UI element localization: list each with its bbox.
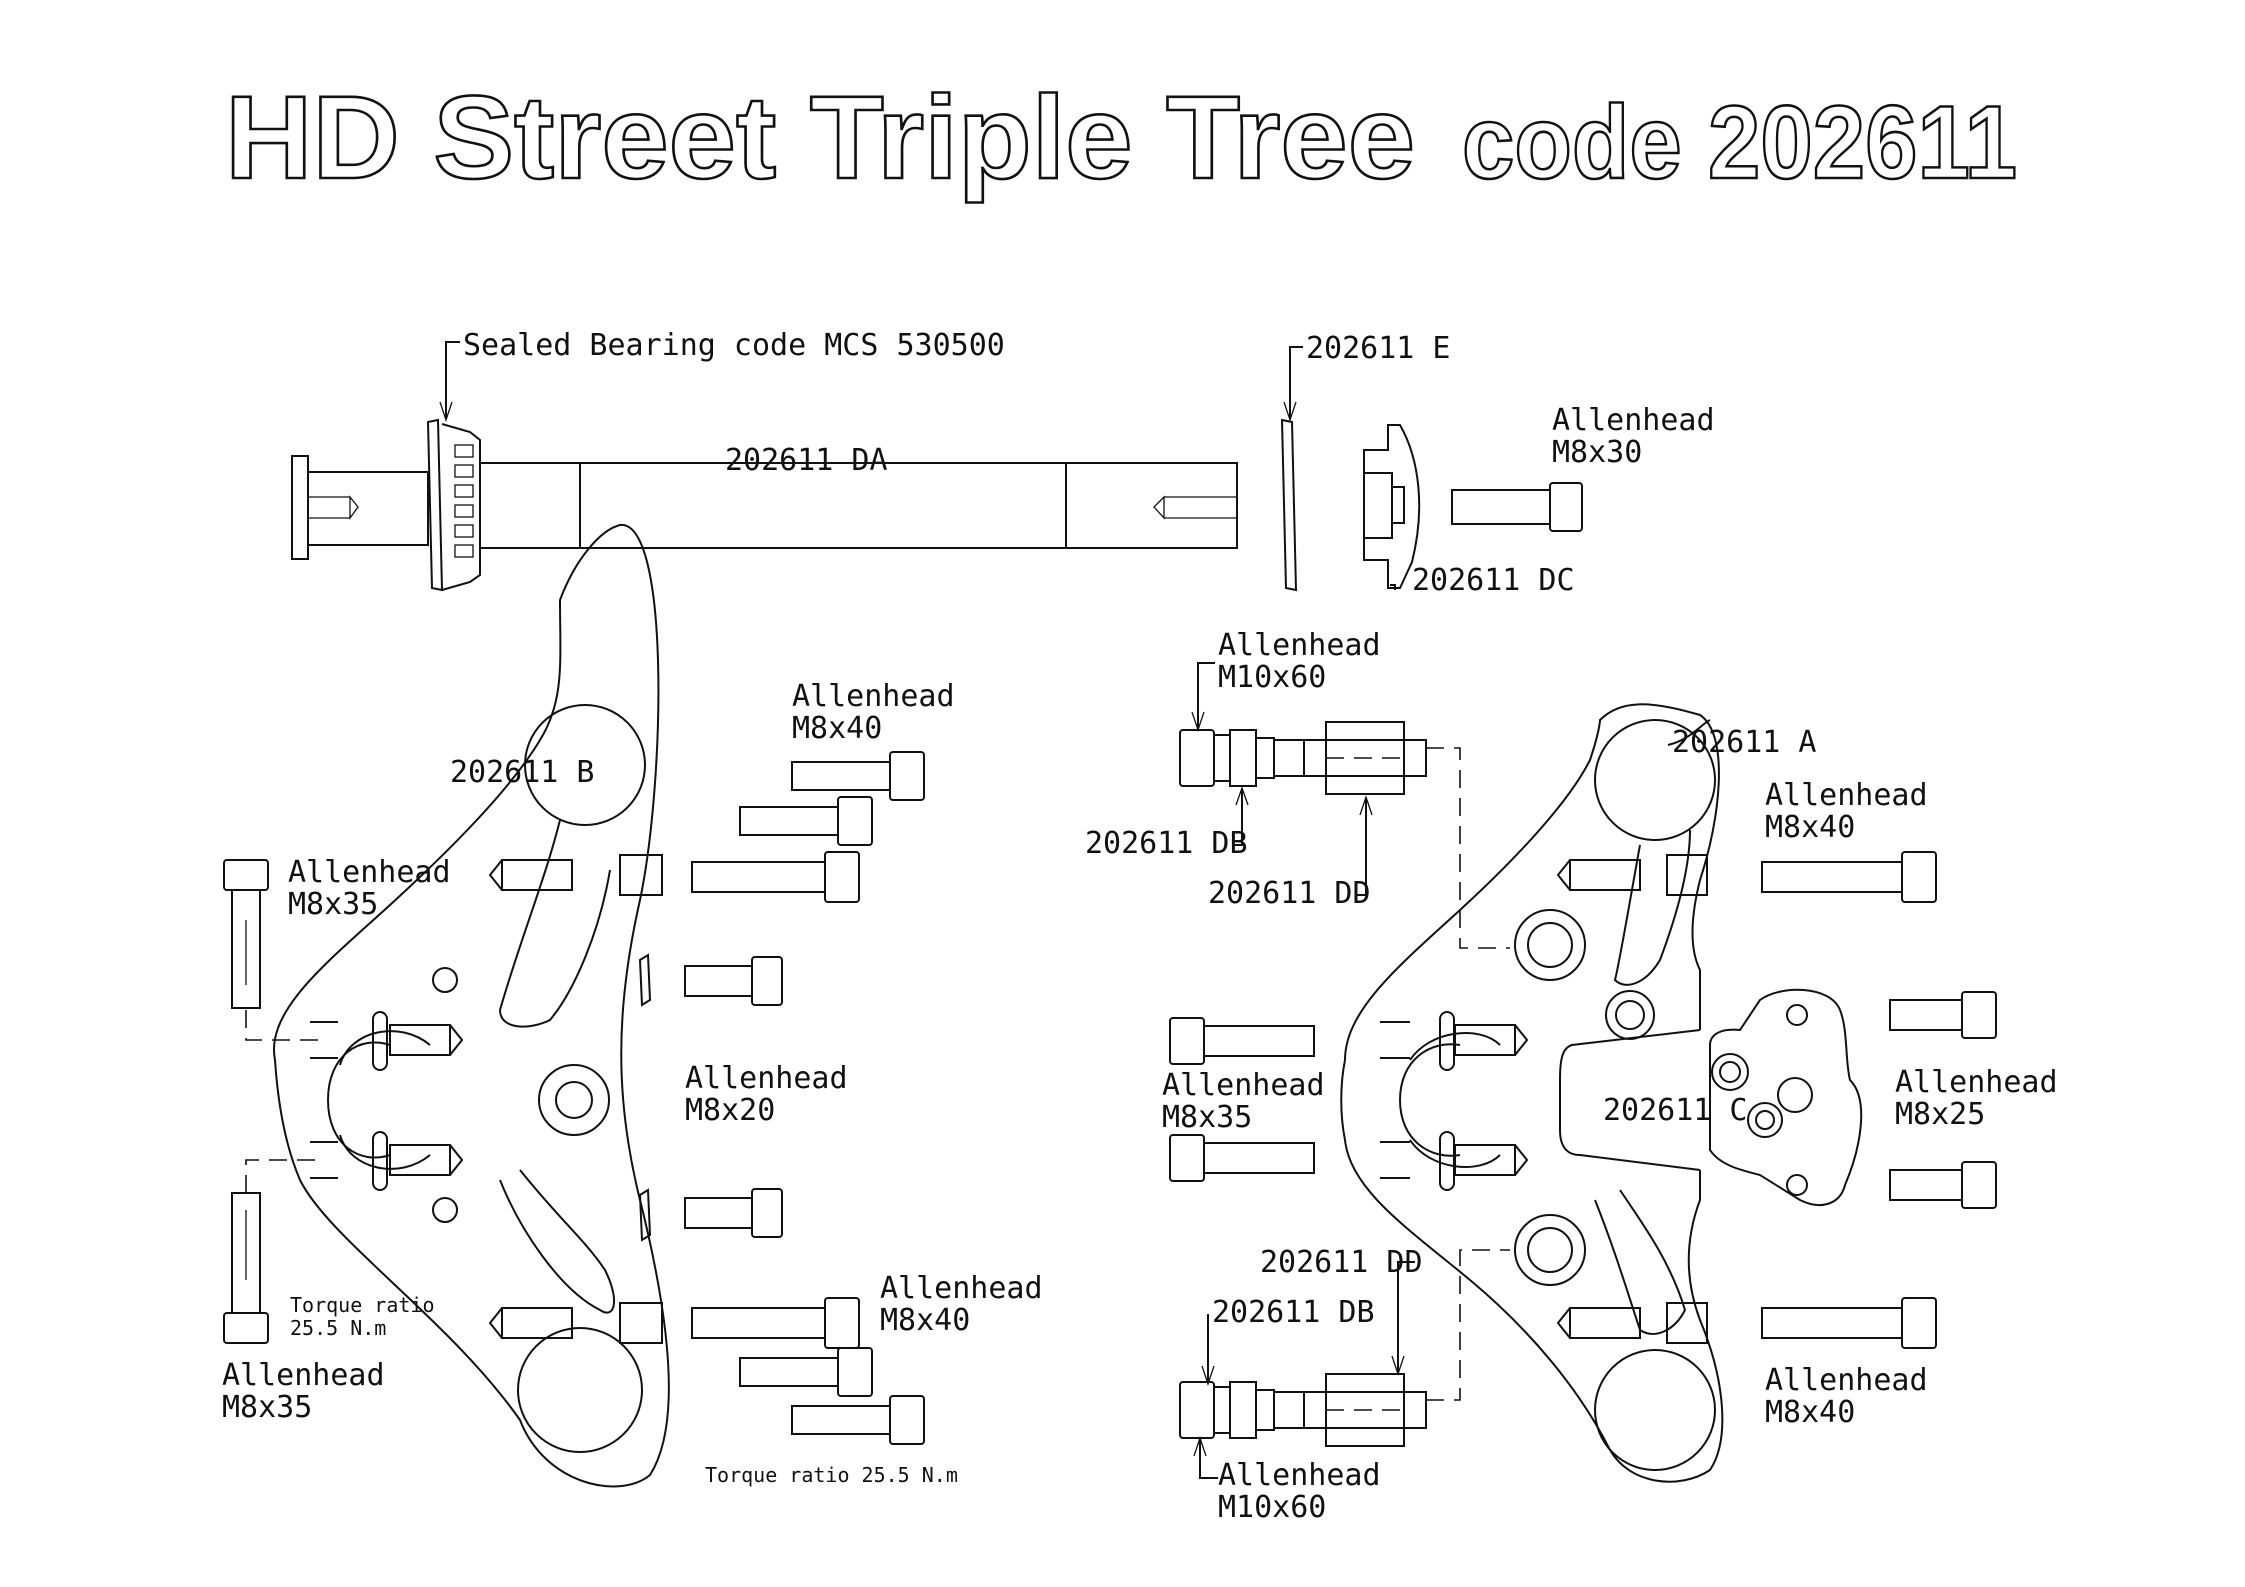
label-size-m10x60-top: M10x60 bbox=[1218, 660, 1326, 695]
label-size-m8x35-lt: M8x35 bbox=[288, 887, 378, 922]
triple-clamp-a bbox=[1340, 703, 1863, 1483]
stem-assembly bbox=[291, 341, 1583, 592]
plate-c bbox=[1709, 988, 1863, 1206]
label-allenhead-m8x40-rb: Allenhead bbox=[1765, 1363, 1928, 1398]
label-allenhead-m8x35-lb: Allenhead bbox=[222, 1358, 385, 1393]
label-bearing: Sealed Bearing code MCS 530500 bbox=[463, 328, 1005, 363]
sealed-bearing bbox=[426, 418, 481, 592]
label-size-m8x25: M8x25 bbox=[1895, 1097, 1985, 1132]
label-allenhead-m8x35-r: Allenhead bbox=[1162, 1068, 1325, 1103]
pinch-bolt-bottom bbox=[1179, 1249, 1510, 1447]
label-torque-bottom: Torque ratio 25.5 N.m bbox=[705, 1463, 958, 1487]
label-202611-db-top: 202611 DB bbox=[1085, 826, 1248, 861]
triple-clamp-b bbox=[223, 523, 670, 1488]
label-allenhead-m8x35-lt: Allenhead bbox=[288, 855, 451, 890]
pinch-bolt-top bbox=[1179, 721, 1510, 949]
label-allenhead-m8x20: Allenhead bbox=[685, 1061, 848, 1096]
label-202611-a: 202611 A bbox=[1672, 725, 1817, 760]
label-size-m10x60-bottom: M10x60 bbox=[1218, 1490, 1326, 1525]
title-code: code 202611 bbox=[1462, 85, 2017, 201]
label-size-m8x40-rt: M8x40 bbox=[1765, 810, 1855, 845]
label-size-m8x40-lb: M8x40 bbox=[880, 1303, 970, 1338]
loose-bolts-right bbox=[1169, 851, 1997, 1349]
loose-bolts-left bbox=[684, 751, 925, 1445]
label-202611-dd-top: 202611 DD bbox=[1208, 876, 1371, 911]
label-202611-b: 202611 B bbox=[450, 755, 595, 790]
drawing-title: HD Street Triple Tree code 202611 bbox=[224, 71, 2019, 206]
label-202611-e: 202611 E bbox=[1306, 331, 1451, 366]
label-allenhead-m10x60-bottom: Allenhead bbox=[1218, 1458, 1381, 1493]
label-202611-dd-bottom: 202611 DD bbox=[1260, 1245, 1423, 1280]
title-main: HD Street Triple Tree bbox=[225, 72, 1415, 204]
bolt-m8x30 bbox=[1451, 482, 1583, 532]
label-allenhead-m10x60-top: Allenhead bbox=[1218, 628, 1381, 663]
label-torque-left-1: Torque ratio bbox=[290, 1293, 435, 1317]
label-allenhead-m8x40-rt: Allenhead bbox=[1765, 778, 1928, 813]
label-size-m8x40-lt: M8x40 bbox=[792, 711, 882, 746]
label-202611-da: 202611 DA bbox=[725, 443, 888, 478]
label-size-m8x35-r: M8x35 bbox=[1162, 1100, 1252, 1135]
label-allenhead-m8x40-lt: Allenhead bbox=[792, 679, 955, 714]
label-size-m8x40-rb: M8x40 bbox=[1765, 1395, 1855, 1430]
label-allenhead-m8x40-lb: Allenhead bbox=[880, 1271, 1043, 1306]
label-torque-left-2: 25.5 N.m bbox=[290, 1316, 386, 1340]
label-size-m8x30: M8x30 bbox=[1552, 435, 1642, 470]
cap-dc bbox=[1363, 424, 1421, 589]
label-size-m8x20: M8x20 bbox=[685, 1093, 775, 1128]
label-202611-db-bottom: 202611 DB bbox=[1212, 1295, 1375, 1330]
label-202611-c: 202611 C bbox=[1603, 1093, 1748, 1128]
label-size-m8x35-lb: M8x35 bbox=[222, 1390, 312, 1425]
label-allenhead-m8x30: Allenhead bbox=[1552, 403, 1715, 438]
label-202611-dc: 202611 DC bbox=[1412, 563, 1575, 598]
label-allenhead-m8x25: Allenhead bbox=[1895, 1065, 2058, 1100]
